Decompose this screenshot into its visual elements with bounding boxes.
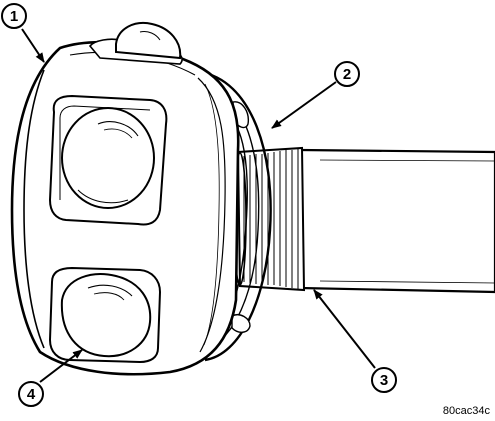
callout-2-circle <box>334 61 360 87</box>
callout-1: 1 <box>1 3 45 63</box>
callout-1-circle <box>1 3 27 29</box>
callout-3: 3 <box>313 289 397 393</box>
callout-2: 2 <box>271 61 360 129</box>
callout-3-label: 3 <box>380 372 388 389</box>
figure-id: 80cac34c <box>443 405 491 417</box>
callout-1-label: 1 <box>10 8 18 25</box>
callout-3-circle <box>371 367 397 393</box>
callout-4: 4 <box>18 349 83 407</box>
axle-shaft <box>299 148 495 294</box>
callout-4-circle <box>18 381 44 407</box>
callout-4-label: 4 <box>27 386 36 403</box>
callout-2-label: 2 <box>343 66 351 83</box>
balls <box>60 22 182 358</box>
